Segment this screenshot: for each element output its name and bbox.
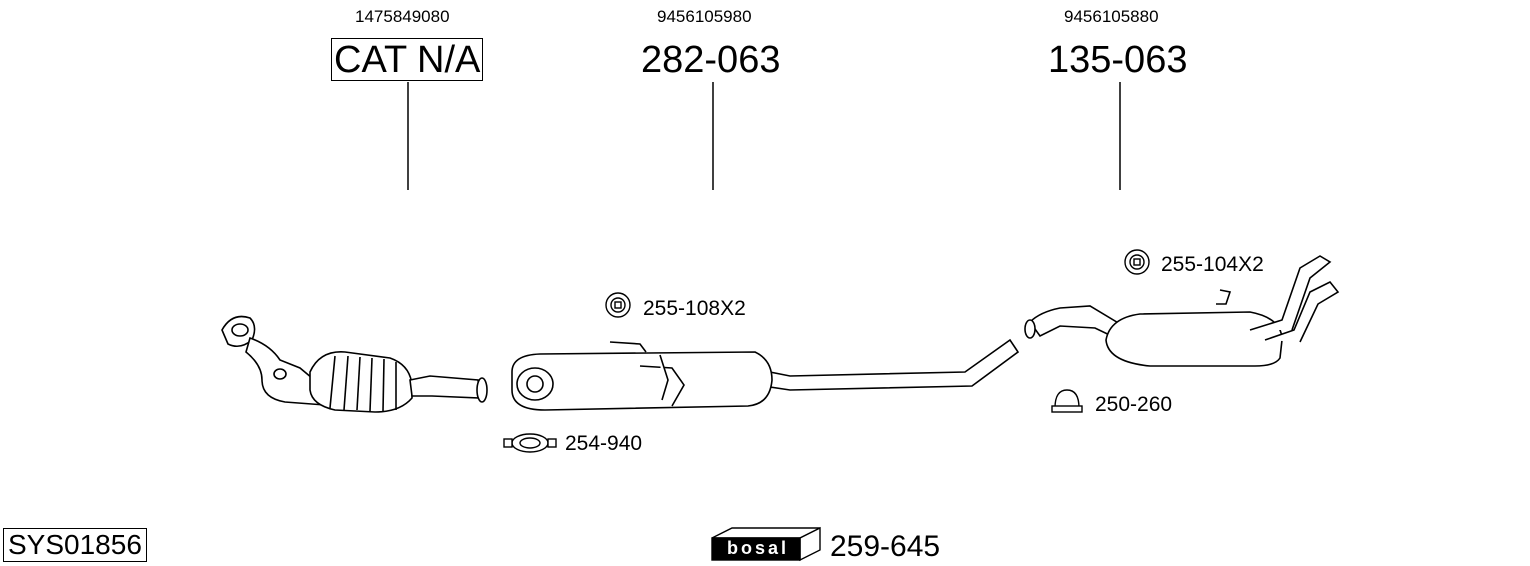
u-bolt-clamp-icon	[1051, 389, 1083, 413]
part-ref-rear: 135-063	[1048, 39, 1188, 81]
rubber-hanger-icon	[1124, 249, 1150, 275]
part-ref-center: 282-063	[641, 39, 781, 81]
clamp-label-rear: 250-260	[1095, 393, 1173, 416]
clamp-label-front: 254-940	[565, 432, 643, 455]
mounting-kit-label: 259-645	[830, 530, 941, 563]
hanger-label-rear: 255-104X2	[1161, 253, 1264, 276]
oem-number-cat: 1475849080	[355, 7, 450, 26]
rubber-hanger-icon	[605, 292, 631, 318]
oem-number-rear: 9456105880	[1064, 7, 1159, 26]
rear-muffler-drawing	[1024, 255, 1340, 367]
bosal-logo: bosal	[726, 538, 789, 558]
mounting-kit-box-icon	[711, 526, 821, 562]
oem-number-center: 9456105980	[657, 7, 752, 26]
center-muffler-drawing	[511, 338, 1020, 411]
band-clamp-icon	[503, 433, 557, 453]
catalytic-converter-drawing	[221, 315, 488, 413]
system-id: SYS01856	[3, 528, 147, 562]
hanger-label-front: 255-108X2	[643, 297, 746, 320]
part-ref-cat: CAT N/A	[331, 38, 484, 81]
